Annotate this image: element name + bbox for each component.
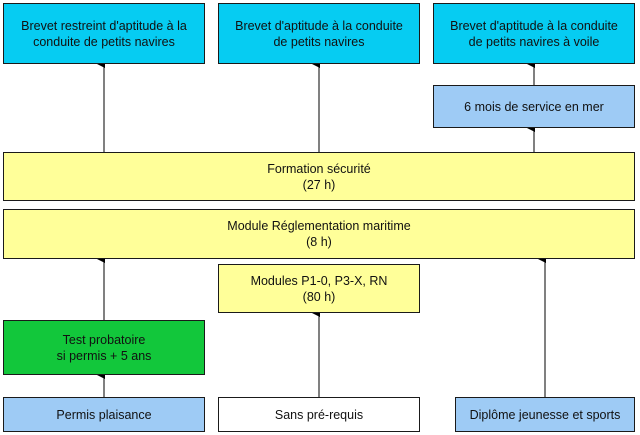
brevet-voile-box: Brevet d'aptitude à la conduite de petit… (433, 3, 635, 64)
brevet-petits-navires-line1: Brevet d'aptitude à la conduite (235, 18, 403, 33)
module-reglementation-box: Module Réglementation maritime (8 h) (3, 209, 635, 259)
sans-prerequis-label: Sans pré-requis (274, 407, 364, 422)
diplome-jeunesse-box: Diplôme jeunesse et sports (455, 397, 635, 432)
permis-plaisance-box: Permis plaisance (3, 397, 205, 432)
test-probatoire-line1: Test probatoire (62, 332, 146, 347)
brevet-petits-navires-box: Brevet d'aptitude à la conduite de petit… (218, 3, 420, 64)
service-mer-box: 6 mois de service en mer (433, 85, 635, 128)
modules-p1-hours: (80 h) (302, 289, 336, 304)
brevet-restreint-box: Brevet restreint d'aptitude à la conduit… (3, 3, 205, 64)
modules-p1-title: Modules P1-0, P3-X, RN (250, 273, 388, 288)
service-mer-label: 6 mois de service en mer (464, 99, 604, 114)
formation-securite-title: Formation sécurité (267, 161, 371, 176)
sans-prerequis-box: Sans pré-requis (218, 397, 420, 432)
brevet-restreint-line1: Brevet restreint d'aptitude à la (21, 18, 187, 33)
module-reglementation-title: Module Réglementation maritime (227, 219, 411, 233)
test-probatoire-box: Test probatoire si permis + 5 ans (3, 320, 205, 375)
diplome-jeunesse-label: Diplôme jeunesse et sports (469, 407, 621, 422)
formation-securite-box: Formation sécurité (27 h) (3, 152, 635, 201)
brevet-restreint-line2: conduite de petits navires (33, 34, 175, 49)
module-reglementation-hours: (8 h) (306, 235, 332, 249)
brevet-petits-navires-line2: de petits navires (273, 34, 365, 49)
modules-p1-box: Modules P1-0, P3-X, RN (80 h) (218, 264, 420, 313)
permis-plaisance-label: Permis plaisance (56, 407, 152, 422)
brevet-voile-line1: Brevet d'aptitude à la conduite (450, 18, 618, 33)
brevet-voile-line2: de petits navires à voile (468, 34, 600, 49)
test-probatoire-line2: si permis + 5 ans (56, 348, 152, 363)
formation-securite-hours: (27 h) (302, 177, 336, 192)
